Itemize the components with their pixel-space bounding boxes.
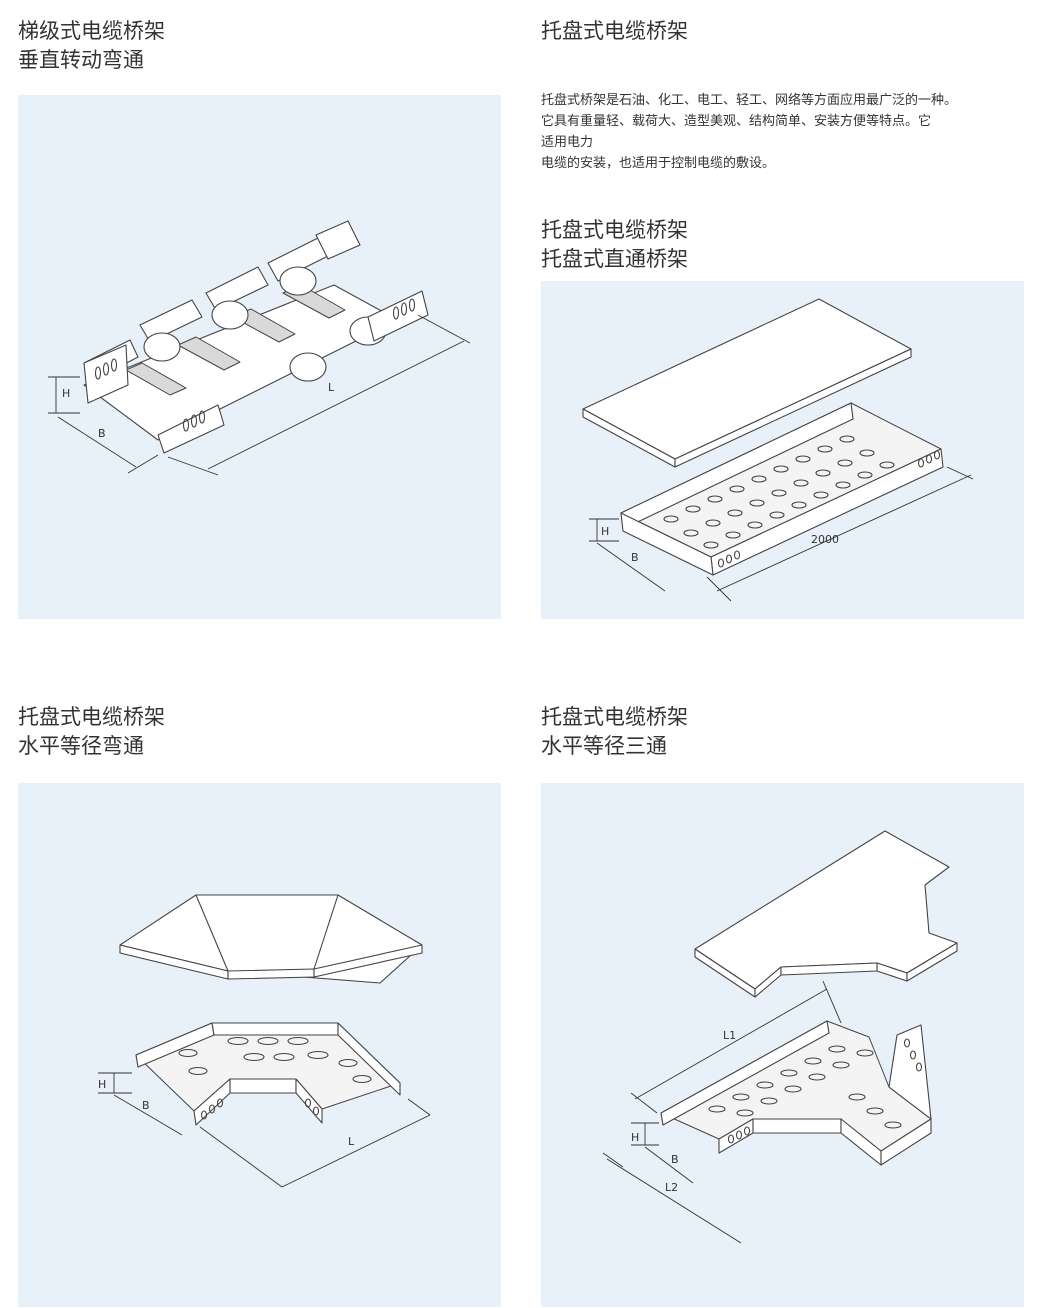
dimension-h: H xyxy=(48,376,80,414)
drawing-panel-tray-straight: H B 2000 xyxy=(541,281,1024,619)
elbow-cover xyxy=(119,894,423,984)
elbow-tray-body xyxy=(135,1022,401,1126)
dimension-b: B xyxy=(644,1146,694,1184)
title-line-2: 水平等径弯通 xyxy=(18,734,144,758)
dimension-b: B xyxy=(113,1094,183,1136)
tray-description: 托盘式桥架是石油、化工、电工、轻工、网络等方面应用最广泛的一种。 它具有重量轻、… xyxy=(541,90,1036,174)
dimension-h-label: H xyxy=(601,525,609,538)
tee-cover xyxy=(694,830,958,998)
dimension-b-label: B xyxy=(671,1153,679,1166)
section-title-tray-straight: 托盘式电缆桥架 托盘式直通桥架 xyxy=(541,216,688,274)
tray-horizontal-tee-diagram: L1 H B L2 xyxy=(602,830,958,1244)
dimension-length-label: 2000 xyxy=(811,533,839,546)
title-line-1: 托盘式电缆桥架 xyxy=(541,218,688,242)
dimension-h: H xyxy=(589,518,619,542)
dimension-h-label: H xyxy=(62,387,70,400)
dimension-l1: L1 xyxy=(630,980,842,1114)
section-title-tray-intro: 托盘式电缆桥架 xyxy=(541,17,688,46)
dimension-l2: L2 xyxy=(602,1152,742,1244)
title-line-1: 梯级式电缆桥架 xyxy=(18,19,165,43)
dimension-h-label: H xyxy=(98,1078,106,1091)
tray-body xyxy=(620,402,944,576)
dimension-h-label: H xyxy=(631,1131,639,1144)
title-line-1: 托盘式电缆桥架 xyxy=(18,705,165,729)
title-line-1: 托盘式电缆桥架 xyxy=(541,705,688,729)
dimension-h: H xyxy=(631,1122,659,1146)
dimension-h: H xyxy=(98,1072,132,1094)
drawing-panel-tray-horizontal-tee: L1 H B L2 xyxy=(541,783,1024,1307)
ladder-vertical-diagram: H B L xyxy=(48,220,471,476)
elbow-perforations xyxy=(178,1036,372,1120)
section-title-tray-horizontal-elbow: 托盘式电缆桥架 水平等径弯通 xyxy=(18,703,165,761)
ladder-end-plates xyxy=(83,290,429,454)
tee-perforations xyxy=(708,1038,923,1144)
dimension-length: 2000 xyxy=(706,466,974,602)
description-line-4: 电缆的安装，也适用于控制电缆的敷设。 xyxy=(541,156,776,171)
dimension-l: L xyxy=(199,1098,431,1188)
description-line-2: 它具有重量轻、载荷大、造型美观、结构简单、安装方便等特点。它 xyxy=(541,114,932,129)
section-title-ladder-vertical: 梯级式电缆桥架 垂直转动弯通 xyxy=(18,17,165,75)
section-title-tray-horizontal-tee: 托盘式电缆桥架 水平等径三通 xyxy=(541,703,688,761)
tee-tray-body xyxy=(660,1020,932,1166)
dimension-b: B xyxy=(596,542,666,592)
description-line-3: 适用电力 xyxy=(541,135,594,150)
title-line-2: 水平等径三通 xyxy=(541,734,667,758)
dimension-b-label: B xyxy=(631,551,639,564)
dimension-b-label: B xyxy=(98,427,106,440)
tray-perforations xyxy=(663,435,941,568)
title-line-2: 托盘式直通桥架 xyxy=(541,247,688,271)
tray-cover xyxy=(582,298,912,468)
title-line-1: 托盘式电缆桥架 xyxy=(541,19,688,43)
dimension-l-label: L xyxy=(328,381,335,394)
dimension-b-label: B xyxy=(142,1099,150,1112)
drawing-panel-tray-horizontal-elbow: H B L xyxy=(18,783,501,1307)
dimension-l2-label: L2 xyxy=(665,1181,678,1194)
tray-horizontal-elbow-diagram: H B L xyxy=(98,894,431,1188)
dimension-l-label: L xyxy=(348,1135,355,1148)
tray-straight-diagram: H B 2000 xyxy=(582,298,974,602)
description-line-1: 托盘式桥架是石油、化工、电工、轻工、网络等方面应用最广泛的一种。 xyxy=(541,93,958,108)
dimension-l1-label: L1 xyxy=(723,1029,736,1042)
dimension-b: B xyxy=(57,416,159,474)
title-line-2: 垂直转动弯通 xyxy=(18,48,144,72)
drawing-panel-ladder-vertical: H B L xyxy=(18,95,501,619)
dimension-l: L xyxy=(167,314,471,476)
